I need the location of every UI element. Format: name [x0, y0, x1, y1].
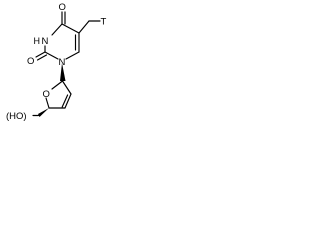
bond-n3-c4	[51, 23, 63, 36]
atom-h3: H	[34, 36, 41, 46]
bond-c2-c3prime-double	[61, 94, 69, 108]
sugar-ring	[45, 80, 72, 109]
glycosidic-wedge-bond	[60, 63, 66, 81]
carbonyl-groups	[35, 11, 66, 61]
bond-c4-o-ring	[45, 97, 50, 109]
hydroxymethyl-wedge-bond	[38, 108, 49, 117]
bond-c1-c2prime	[61, 80, 72, 95]
bond-o-ring-c1	[51, 80, 64, 90]
bond-c6-n1	[65, 51, 80, 60]
atom-o2: O	[27, 56, 34, 67]
bond-c2-o2	[35, 51, 46, 58]
bond-c2-c3prime	[64, 93, 72, 109]
bond-n1-c2	[44, 51, 59, 60]
atom-o4: O	[59, 2, 66, 13]
atom-n1: N	[59, 57, 66, 68]
pyrimidine-ring	[44, 23, 80, 60]
atom-tritium: T	[101, 17, 107, 28]
atom-n3: N	[42, 36, 49, 47]
bond-c4-c5	[61, 23, 80, 34]
bond-c2-o2-double	[36, 54, 48, 61]
structural-formula: O N H O N T O (HO)	[6, 2, 107, 122]
bond-c5-ch2	[78, 20, 90, 34]
tritiated-methyl	[78, 20, 101, 34]
atom-hydroxyl: (HO)	[6, 111, 27, 122]
atom-o-ring: O	[43, 89, 50, 100]
